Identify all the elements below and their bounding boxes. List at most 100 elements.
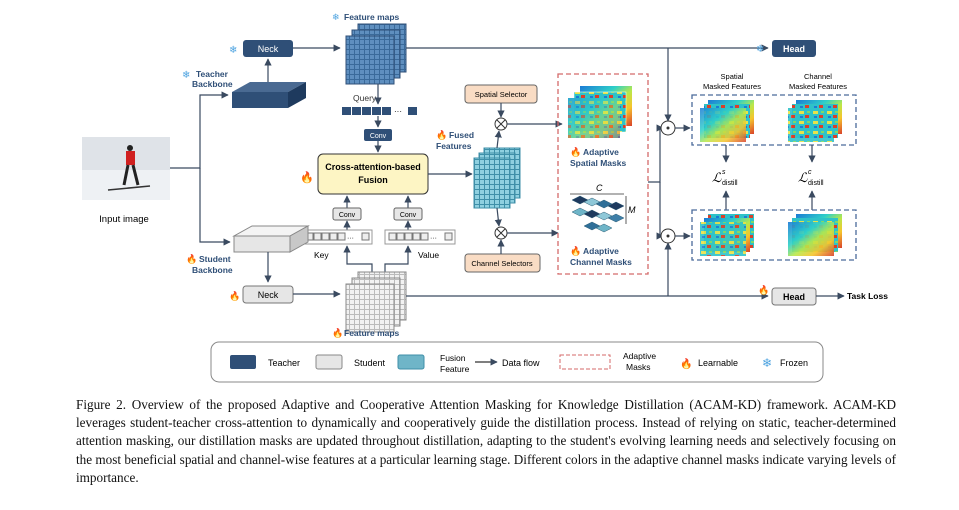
channel-selectors: Channel Selectors — [464, 253, 541, 273]
legend-fusion-feature: Fusion Feature — [397, 353, 470, 374]
adaptive-spatial-masks-label-2: Spatial Masks — [570, 158, 626, 168]
svg-text:Data flow: Data flow — [502, 358, 540, 368]
head-student: Head — [771, 287, 817, 306]
learnable-icon: 🔥 — [570, 146, 581, 157]
spatial-masked-features-label-2: Masked Features — [703, 82, 761, 91]
key-tokens: ··· — [301, 229, 373, 245]
legend-data-flow: Data flow — [475, 358, 540, 368]
dot-student — [660, 228, 676, 244]
frozen-icon: ❄ — [182, 70, 190, 81]
teacher-backbone-label-2: Backbone — [192, 79, 233, 89]
frozen-icon: ❄ — [762, 356, 772, 370]
teacher-backbone — [232, 82, 306, 108]
teacher-main-line — [406, 44, 769, 122]
legend-student: Student — [315, 354, 386, 370]
svg-text:Student: Student — [354, 358, 386, 368]
learnable-icon: 🔥 — [680, 357, 692, 370]
svg-text:···: ··· — [394, 107, 402, 116]
multiply-channel — [494, 226, 508, 240]
learnable-icon: 🔥 — [436, 129, 447, 140]
cross-attention-fusion: Cross-attention-based Fusion — [317, 153, 429, 195]
adaptive-channel-masks-label: Adaptive — [583, 246, 619, 256]
input-image-label: Input image — [99, 214, 149, 225]
svg-text:Neck: Neck — [258, 44, 279, 54]
query-label: Query — [353, 93, 377, 103]
student-backbone-label: Student — [199, 254, 231, 264]
learnable-icon: 🔥 — [229, 290, 240, 301]
svg-text:ℒ: ℒ — [798, 170, 808, 185]
teacher-masked-box — [691, 94, 857, 146]
svg-text:Conv: Conv — [370, 133, 387, 140]
student-main-line — [406, 242, 769, 300]
adaptive-channel-masks: C M — [570, 183, 636, 233]
value-tokens: ··· — [384, 229, 456, 245]
fused-to-channel-mult — [494, 207, 502, 227]
learnable-icon: 🔥 — [570, 245, 581, 256]
svg-text:···: ··· — [430, 235, 437, 242]
channel-masked-features-label: Channel — [804, 72, 832, 81]
svg-text:Learnable: Learnable — [698, 358, 738, 368]
feature-maps-top-label: Feature maps — [344, 12, 400, 22]
neck-teacher: Neck — [243, 40, 293, 57]
student-spatial-masked — [700, 214, 754, 256]
student-backbone — [232, 225, 310, 253]
legend-learnable: 🔥 Learnable — [680, 357, 738, 370]
svg-text:c: c — [808, 169, 812, 176]
legend: Teacher Student Fusion Feature Data flow… — [210, 341, 824, 383]
adaptive-spatial-masks — [568, 86, 632, 138]
task-loss-label: Task Loss — [847, 291, 888, 301]
value-label: Value — [418, 250, 439, 260]
svg-text:distill: distill — [722, 180, 738, 187]
loss-channel-distill: ℒ c distill — [798, 169, 824, 187]
svg-text:Feature: Feature — [440, 364, 470, 374]
masks-to-dot-lines — [648, 124, 664, 240]
key-label: Key — [314, 250, 329, 260]
svg-text:Conv: Conv — [339, 212, 356, 219]
neck-student: Neck — [242, 285, 294, 304]
input-image — [82, 137, 170, 200]
fused-features-label-2: Features — [436, 141, 472, 151]
adaptive-spatial-masks-label: Adaptive — [583, 147, 619, 157]
dot-teacher — [660, 120, 676, 136]
svg-text:s: s — [722, 169, 726, 176]
adaptive-channel-masks-label-2: Channel Masks — [570, 257, 632, 267]
legend-teacher: Teacher — [230, 355, 300, 369]
fused-to-spatial-mult — [494, 130, 502, 149]
student-feature-maps — [345, 271, 407, 333]
feature-maps-bottom-label: Feature maps — [344, 328, 400, 338]
svg-text:Conv: Conv — [400, 212, 417, 219]
svg-text:Frozen: Frozen — [780, 358, 808, 368]
svg-text:M: M — [628, 205, 636, 215]
head-teacher: Head — [772, 40, 816, 57]
acam-kd-diagram: Input image ❄ Teacher Backbone Neck ❄ ❄ … — [82, 12, 888, 383]
svg-text:Head: Head — [783, 44, 805, 54]
teacher-feature-maps — [345, 23, 407, 85]
student-masked-box — [691, 209, 857, 261]
teacher-channel-masked — [788, 100, 842, 142]
learnable-icon: 🔥 — [300, 171, 314, 184]
svg-text:Fusion: Fusion — [358, 175, 388, 185]
svg-text:Teacher: Teacher — [268, 358, 300, 368]
svg-text:Adaptive: Adaptive — [623, 351, 656, 361]
legend-adaptive-masks: Adaptive Masks — [559, 351, 656, 372]
input-flow-lines — [170, 91, 231, 246]
multiply-spatial — [494, 117, 508, 131]
conv-query: Conv — [364, 129, 392, 141]
svg-text:Channel Selectors: Channel Selectors — [471, 259, 533, 268]
svg-text:···: ··· — [347, 235, 354, 242]
student-channel-masked — [788, 214, 842, 256]
conv-value: Conv — [393, 207, 423, 221]
spatial-masked-features-label: Spatial — [721, 72, 744, 81]
svg-text:Cross-attention-based: Cross-attention-based — [325, 162, 421, 172]
svg-text:Fusion: Fusion — [440, 353, 466, 363]
conv-key: Conv — [332, 207, 362, 221]
adaptive-masks-box — [557, 73, 649, 275]
teacher-spatial-masked — [700, 100, 754, 142]
learnable-icon: 🔥 — [758, 284, 769, 295]
loss-spatial-distill: ℒ s distill — [712, 169, 738, 187]
fused-features-label: Fused — [449, 130, 474, 140]
svg-text:Neck: Neck — [258, 290, 279, 300]
channel-masked-features-label-2: Masked Features — [789, 82, 847, 91]
frozen-icon: ❄ — [756, 44, 764, 55]
fused-features — [473, 147, 521, 209]
